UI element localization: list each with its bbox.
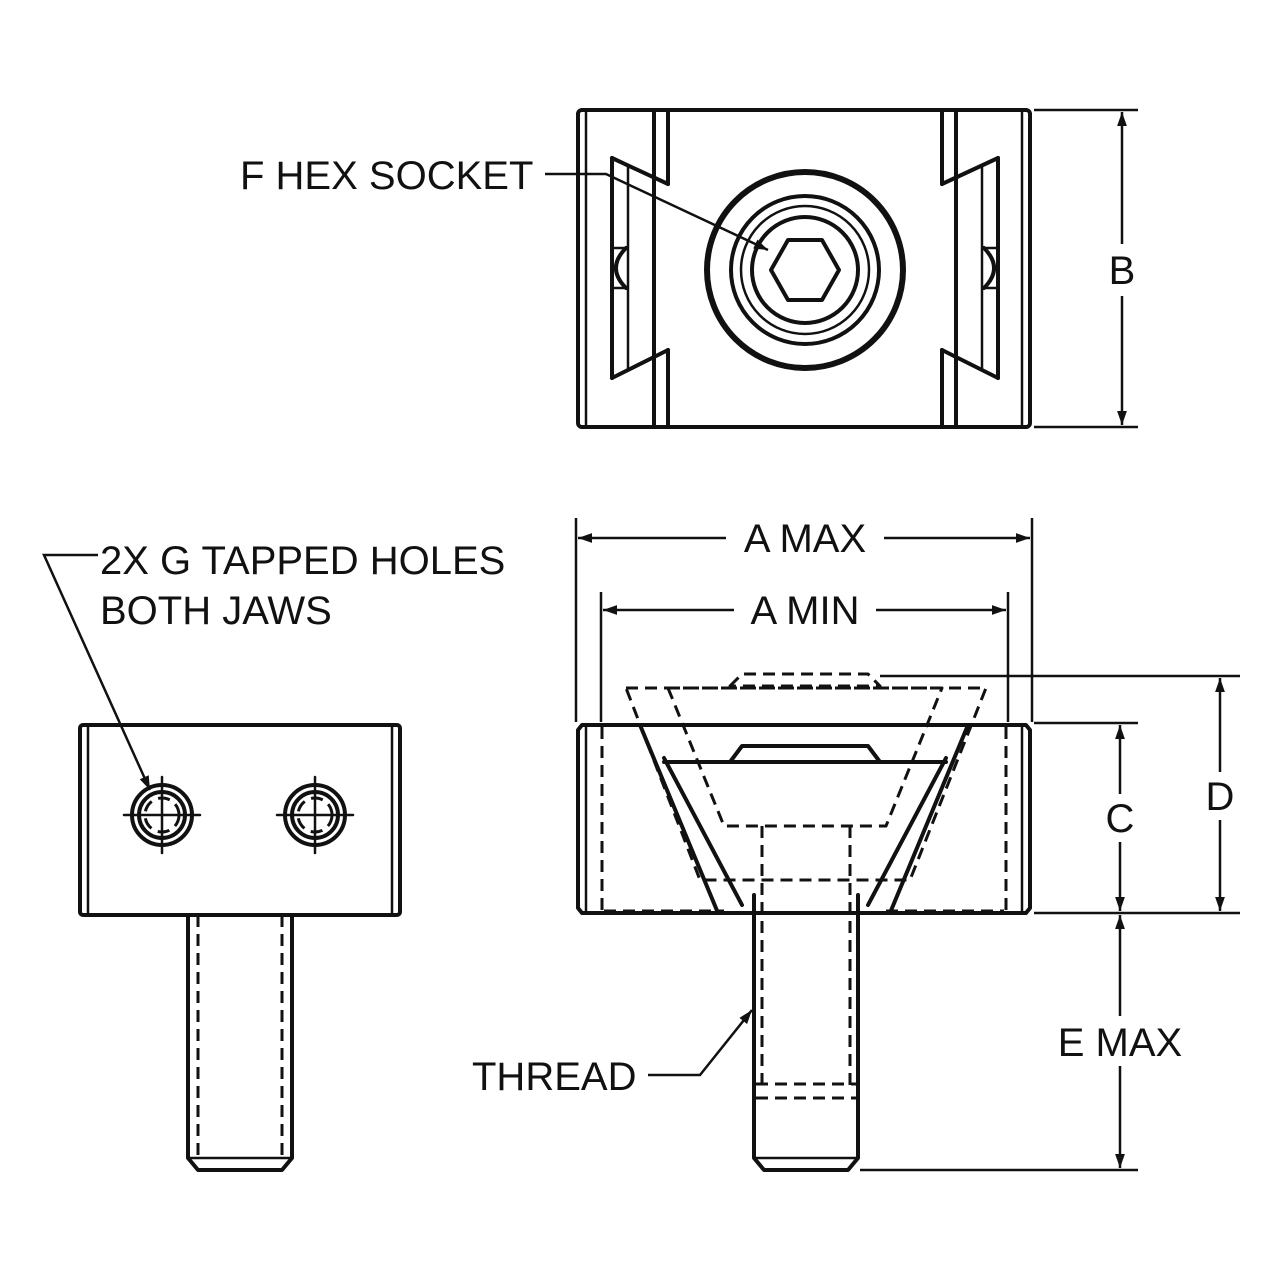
top-view-right-jaw <box>940 108 1000 429</box>
dim-a-max-label: A MAX <box>744 517 866 561</box>
top-view-left-jaw <box>610 108 670 429</box>
dimension-c: C <box>1034 721 1240 915</box>
top-view-screw-head <box>704 169 906 371</box>
front-view: THREAD A MAX A MIN C <box>472 517 1240 1172</box>
dimension-a-min: A MIN <box>599 589 1010 722</box>
dimension-d: D <box>880 674 1240 911</box>
tapped-holes-label-line1: 2X G TAPPED HOLES <box>100 539 505 583</box>
dim-a-min-label: A MIN <box>751 589 860 633</box>
dimension-e-max: E MAX <box>860 915 1182 1172</box>
tapped-holes-label-line2: BOTH JAWS <box>100 589 332 633</box>
dim-b-label: B <box>1109 249 1136 293</box>
dimension-b: B <box>1034 108 1138 429</box>
tapped-hole-2 <box>275 775 355 855</box>
top-view-body-outline <box>576 108 1032 429</box>
tapped-holes-leader <box>42 553 152 791</box>
dim-d-label: D <box>1206 775 1235 819</box>
front-view-jaw-right <box>886 723 1032 915</box>
hex-socket-icon <box>769 238 841 302</box>
thread-label: THREAD <box>472 1055 636 1099</box>
front-view-screw <box>752 826 860 1172</box>
thread-leader <box>648 1009 753 1077</box>
side-view: 2X G TAPPED HOLES BOTH JAWS <box>42 539 505 1172</box>
side-view-shank <box>186 913 294 1172</box>
dim-e-max-label: E MAX <box>1058 1021 1182 1065</box>
dim-c-label: C <box>1106 797 1135 841</box>
side-view-jaw-outline <box>78 723 402 917</box>
hex-socket-label: F HEX SOCKET <box>240 154 533 198</box>
dimension-a-max: A MAX <box>574 517 1034 722</box>
tapped-hole-1 <box>122 775 202 855</box>
front-view-jaw-left <box>576 723 726 915</box>
top-view: F HEX SOCKET B <box>240 108 1138 429</box>
hex-socket-leader <box>545 172 769 252</box>
front-view-wedge <box>638 723 970 915</box>
front-view-head-boss <box>728 744 882 764</box>
